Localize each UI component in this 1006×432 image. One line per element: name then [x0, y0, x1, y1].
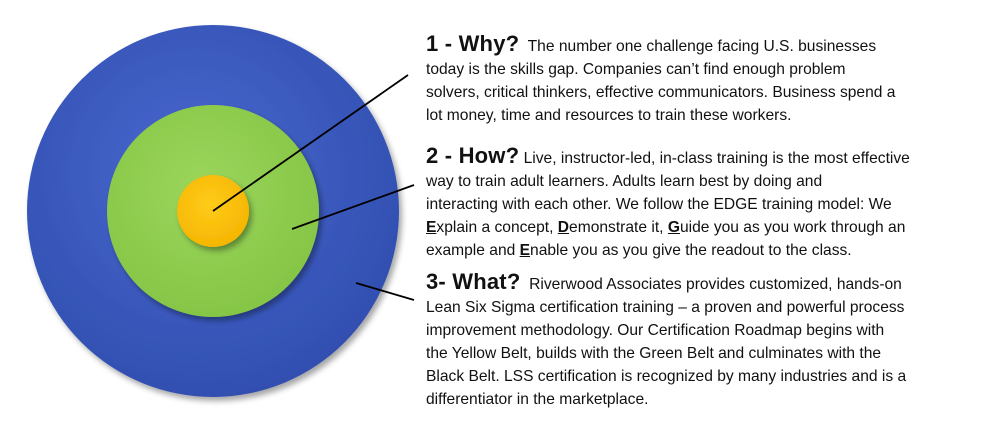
- what-pointer-line: [355, 282, 415, 301]
- what-line: the Yellow Belt, builds with the Green B…: [426, 345, 882, 362]
- edge-text: example and: [426, 242, 520, 259]
- what-intro: Riverwood Associates provides customized…: [520, 276, 902, 293]
- why-line: today is the skills gap. Companies can’t…: [426, 61, 846, 78]
- what-line: improvement methodology. Our Certificati…: [426, 322, 885, 339]
- why-text-block: 1 - Why? The number one challenge facing…: [426, 32, 996, 127]
- how-edge-line-2: example and Enable you as you give the r…: [426, 239, 996, 262]
- how-line: way to train adult learners. Adults lear…: [426, 173, 823, 190]
- edge-text: emonstrate it,: [569, 219, 668, 236]
- why-pointer-line: [212, 74, 409, 212]
- edge-initial-e: E: [519, 242, 531, 259]
- what-line: differentiator in the marketplace.: [426, 391, 649, 408]
- edge-initial-e: E: [426, 219, 437, 236]
- what-first-line: 3- What? Riverwood Associates provides c…: [426, 270, 996, 296]
- how-line: interacting with each other. We follow t…: [426, 196, 892, 213]
- how-heading: 2 - How?: [426, 143, 520, 168]
- edge-text: xplain a concept,: [436, 219, 558, 236]
- edge-initial-d: D: [557, 219, 570, 236]
- how-text-block: 2 - How? Live, instructor-led, in-class …: [426, 144, 996, 262]
- edge-text: uide you as you work through an: [680, 219, 906, 236]
- what-line: Lean Six Sigma certification training – …: [426, 299, 905, 316]
- why-line: lot money, time and resources to train t…: [426, 107, 792, 124]
- how-first-line: 2 - How? Live, instructor-led, in-class …: [426, 144, 996, 170]
- how-intro: Live, instructor-led, in-class training …: [519, 150, 910, 167]
- why-heading: 1 - Why?: [426, 31, 520, 56]
- why-first-line: 1 - Why? The number one challenge facing…: [426, 32, 996, 58]
- how-pointer-line: [291, 184, 415, 230]
- why-intro: The number one challenge facing U.S. bus…: [519, 38, 877, 55]
- why-line: solvers, critical thinkers, effective co…: [426, 84, 896, 101]
- edge-text: nable you as you give the readout to the…: [530, 242, 852, 259]
- edge-initial-g: G: [667, 219, 680, 236]
- what-text-block: 3- What? Riverwood Associates provides c…: [426, 270, 996, 411]
- what-heading: 3- What?: [426, 269, 521, 294]
- what-line: Black Belt. LSS certification is recogni…: [426, 368, 907, 385]
- how-edge-line-1: Explain a concept, Demonstrate it, Guide…: [426, 216, 996, 239]
